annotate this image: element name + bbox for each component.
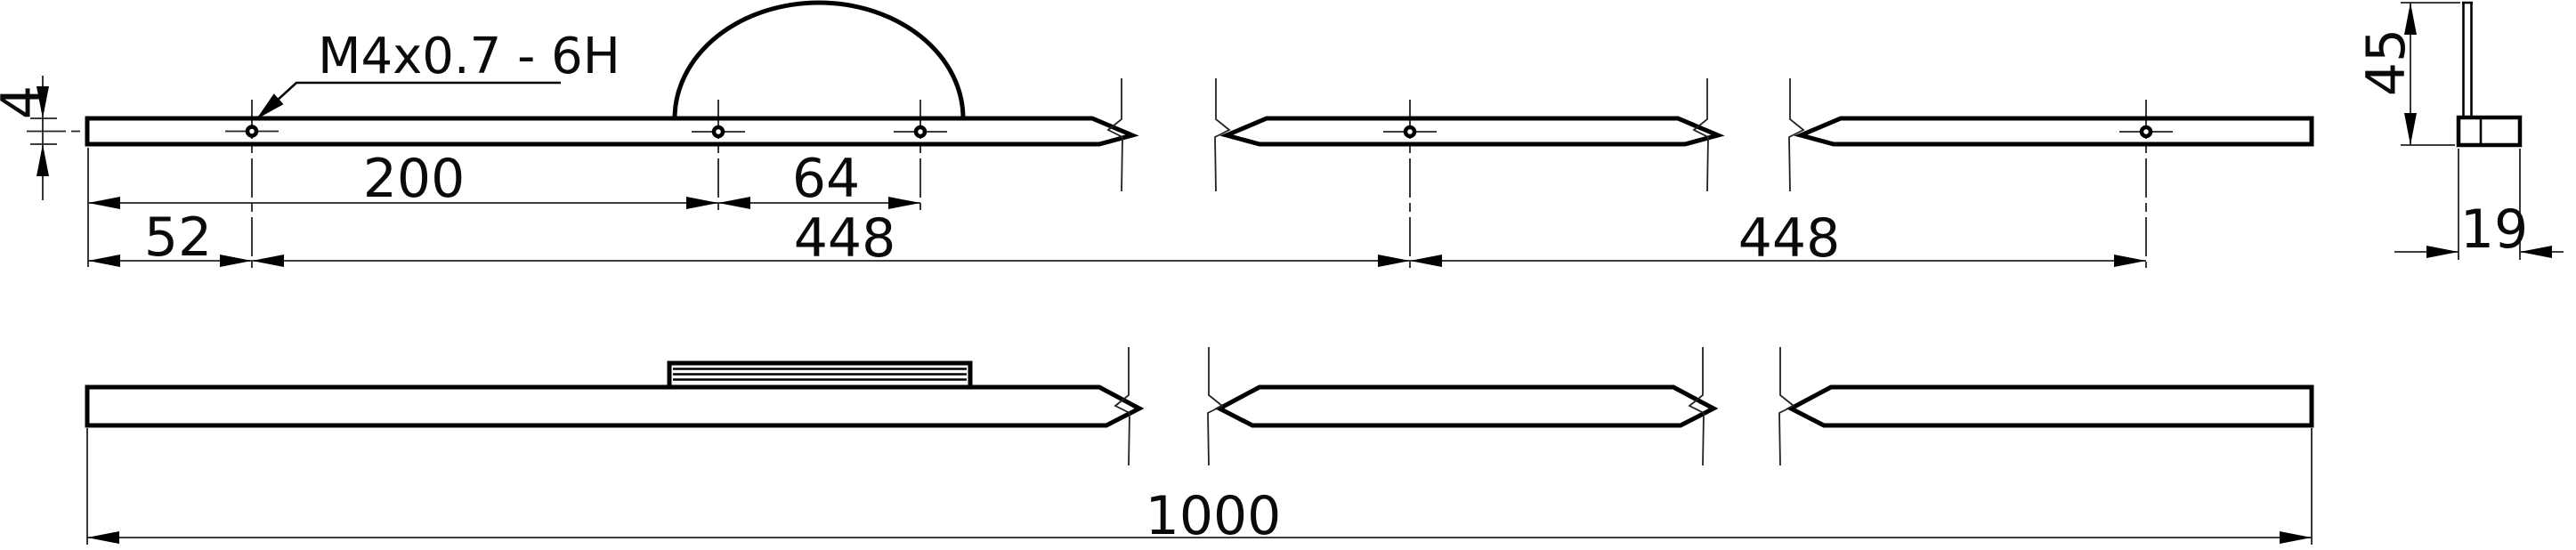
arrow-icon <box>2114 255 2146 267</box>
arrow-icon <box>718 197 750 209</box>
arrow-icon <box>2426 246 2459 258</box>
leader-line <box>255 81 561 120</box>
break-line-icon <box>1207 347 1224 466</box>
arrow-icon <box>2404 113 2417 145</box>
break-line-icon <box>1214 78 1231 192</box>
dimension-height-45: 45 <box>2355 2 2460 146</box>
bar-segment-left <box>85 384 1145 428</box>
dimension-total-1000: 1000 <box>86 428 2313 547</box>
arrow-icon <box>2404 3 2417 35</box>
arrow-icon <box>2520 246 2552 258</box>
dimension-row-52-448-448: 52 448 448 <box>88 206 2146 270</box>
dim-label-52: 52 <box>144 206 212 269</box>
hole-a-mark <box>245 125 259 138</box>
dim-label-448-right: 448 <box>1738 207 1841 270</box>
break-line-icon <box>1114 347 1130 466</box>
hole-b-mark <box>711 125 725 139</box>
break-symbols-top-view <box>1106 78 1805 192</box>
bar-cross-section <box>2456 115 2523 148</box>
bottom-view-plan: 1000 <box>85 347 2314 547</box>
top-view-elevation: M4x0.7 - 6H 4 200 64 <box>0 0 2314 270</box>
dim-label-200: 200 <box>363 148 466 210</box>
dim-label-19: 19 <box>2460 198 2528 261</box>
arrow-icon <box>1410 255 1442 267</box>
hole-e-mark <box>2139 125 2153 139</box>
arrow-icon <box>88 255 120 267</box>
dimension-row-200-64: 200 64 <box>87 148 920 267</box>
dim-label-1000: 1000 <box>1146 485 1282 547</box>
arrow-icon <box>2280 531 2312 544</box>
arrow-icon <box>88 197 120 209</box>
arrow-icon <box>252 255 284 267</box>
extension-lines <box>2458 149 2521 260</box>
handle-tab-lines <box>673 368 967 381</box>
break-line-icon <box>1688 347 1705 466</box>
arrow-icon <box>36 86 49 118</box>
break-line-icon <box>1106 78 1123 192</box>
bar-segment-right <box>1786 384 2314 428</box>
arrow-icon <box>36 144 49 176</box>
bar-segment-middle <box>1214 384 1719 428</box>
break-line-icon <box>1788 78 1805 192</box>
hole-c-mark <box>913 125 928 139</box>
dim-label-45: 45 <box>2355 28 2418 96</box>
arrow-icon <box>220 255 252 267</box>
thread-callout-label: M4x0.7 - 6H <box>318 28 620 85</box>
arrow-icon <box>888 197 920 209</box>
arrow-icon <box>87 531 119 544</box>
dimension-width-19: 19 <box>2394 149 2564 261</box>
handle-tab <box>667 360 973 390</box>
dim-label-64: 64 <box>792 148 860 210</box>
extension-lines <box>86 428 2313 545</box>
leader-arrow-icon <box>256 93 284 119</box>
break-line-icon <box>1692 78 1709 192</box>
thread-callout-leader: M4x0.7 - 6H <box>255 28 620 120</box>
arrow-icon <box>1378 255 1410 267</box>
dim-label-448-left: 448 <box>794 207 896 270</box>
handle-arc <box>672 0 966 119</box>
break-line-icon <box>1778 347 1795 466</box>
dimension-thickness-4: 4 <box>0 76 57 200</box>
extension-ticks <box>30 117 57 145</box>
bar-segment-right <box>1794 116 2314 147</box>
side-view-profile: 45 19 <box>2355 1 2564 261</box>
hole-d-mark <box>1403 125 1417 139</box>
hole-crosshairs <box>225 130 2173 133</box>
handle-strap-edge <box>2462 1 2473 117</box>
break-symbols-bottom-view <box>1114 347 1795 466</box>
dim-label-4: 4 <box>0 85 53 119</box>
arrow-icon <box>686 197 718 209</box>
bar-segment-middle <box>1219 116 1725 147</box>
